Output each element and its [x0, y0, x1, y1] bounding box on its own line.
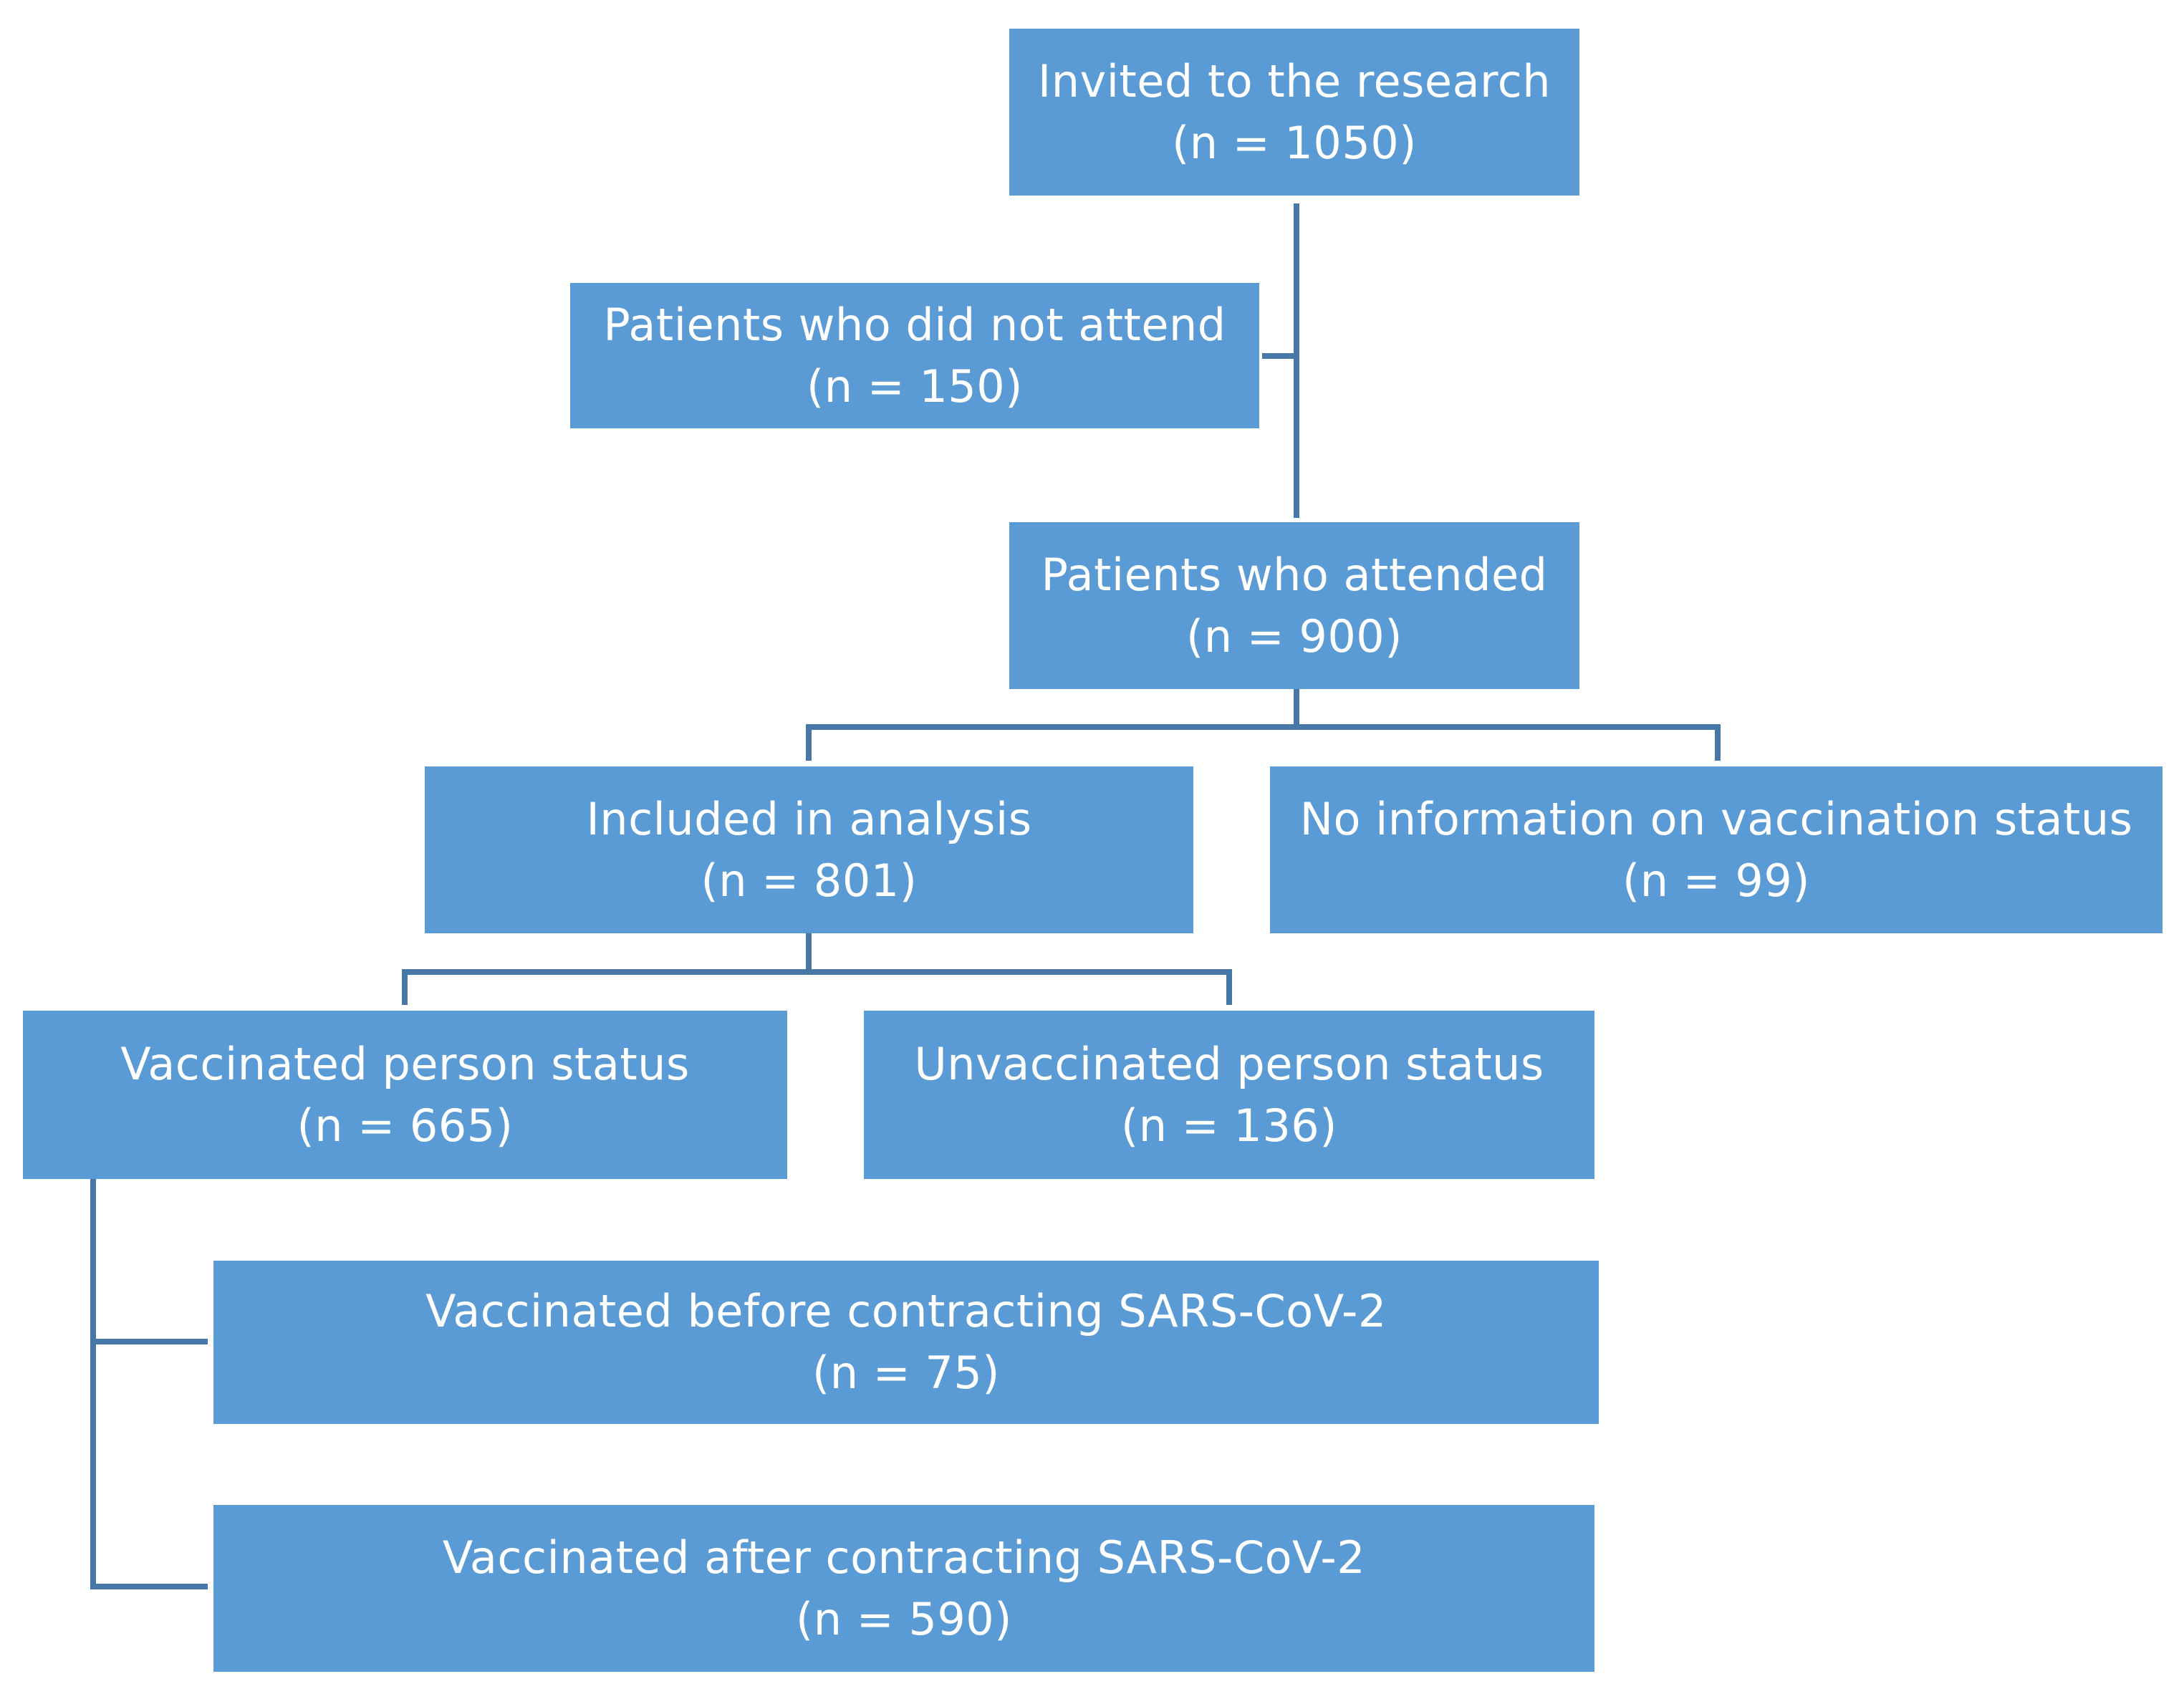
- node-unvaccinated-label: Unvaccinated person status: [914, 1037, 1544, 1090]
- node-no-info-count: (n = 99): [1622, 854, 1810, 907]
- node-unvaccinated-count: (n = 136): [1121, 1099, 1337, 1152]
- node-attended-count: (n = 900): [1186, 610, 1403, 663]
- node-vacc-before-label: Vaccinated before contracting SARS-CoV-2: [425, 1285, 1387, 1337]
- node-did-not-attend-label: Patients who did not attend: [603, 298, 1226, 351]
- node-vaccinated-label: Vaccinated person status: [120, 1037, 690, 1090]
- node-did-not-attend-count: (n = 150): [807, 360, 1023, 413]
- node-invited-count: (n = 1050): [1172, 116, 1417, 169]
- node-vacc-after-count: (n = 590): [796, 1592, 1012, 1645]
- node-no-info-label: No information on vaccination status: [1299, 792, 2133, 845]
- node-included: Included in analysis (n = 801): [425, 766, 1193, 933]
- node-included-label: Included in analysis: [586, 792, 1032, 845]
- node-unvaccinated: Unvaccinated person status (n = 136): [864, 1011, 1594, 1179]
- node-included-count: (n = 801): [701, 854, 918, 907]
- node-no-info: No information on vaccination status (n …: [1270, 766, 2163, 933]
- node-vacc-before: Vaccinated before contracting SARS-CoV-2…: [213, 1261, 1599, 1424]
- node-vacc-after-label: Vaccinated after contracting SARS-CoV-2: [442, 1531, 1366, 1584]
- node-vaccinated: Vaccinated person status (n = 665): [23, 1011, 787, 1179]
- node-invited-label: Invited to the research: [1037, 54, 1552, 107]
- node-vaccinated-count: (n = 665): [297, 1099, 514, 1152]
- node-did-not-attend: Patients who did not attend (n = 150): [570, 283, 1259, 428]
- node-vacc-before-count: (n = 75): [812, 1347, 1000, 1399]
- node-attended-label: Patients who attended: [1041, 548, 1548, 601]
- node-vacc-after: Vaccinated after contracting SARS-CoV-2 …: [213, 1505, 1594, 1672]
- node-invited: Invited to the research (n = 1050): [1009, 29, 1579, 196]
- node-attended: Patients who attended (n = 900): [1009, 522, 1579, 689]
